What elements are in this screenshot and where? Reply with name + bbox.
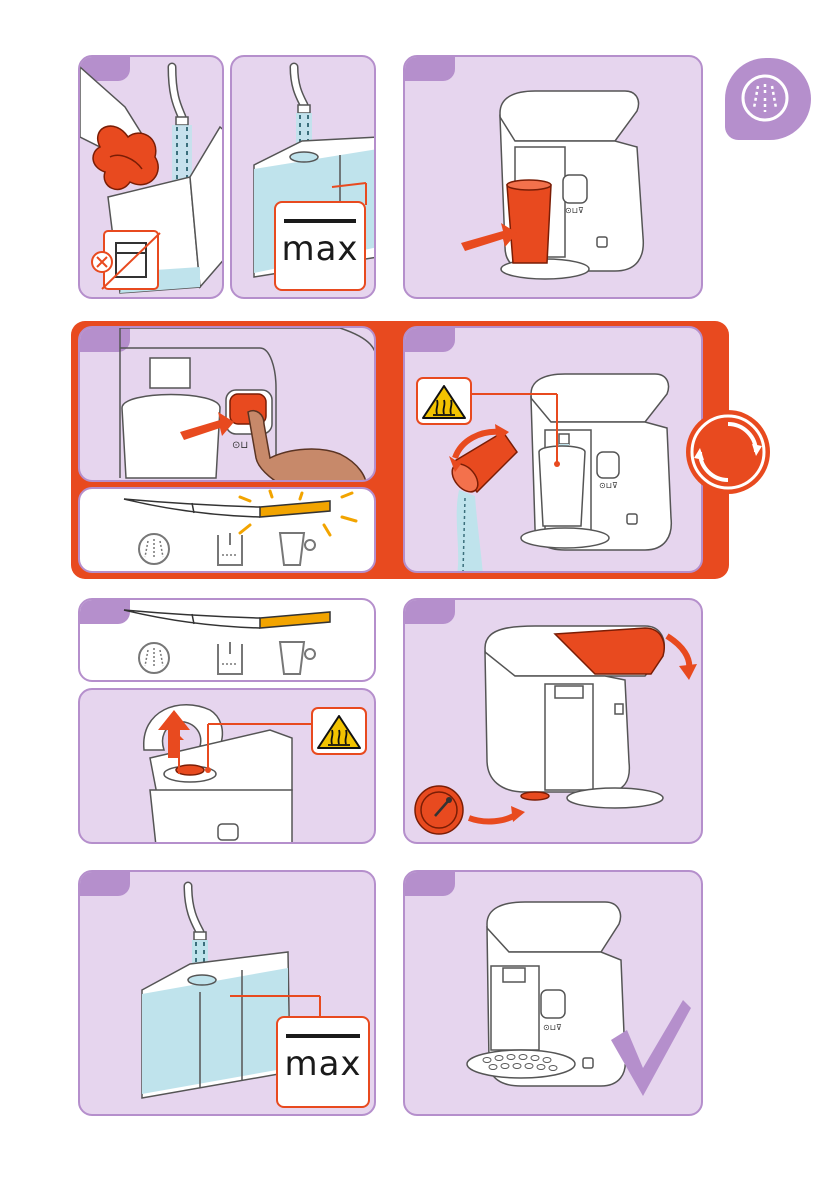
descale-icon (139, 534, 169, 564)
descale-drops-icon (725, 58, 811, 140)
step-panel-open-lid (78, 688, 376, 844)
step-panel-done: ⊙⊔⊽ (403, 870, 703, 1116)
water-tank-icon (218, 533, 242, 565)
max-level-callout: max (276, 1016, 370, 1108)
step-panel-press-button: ⊙⊔ (78, 326, 376, 482)
svg-text:⊙⊔: ⊙⊔ (232, 440, 248, 451)
svg-text:⊙⊔⊽: ⊙⊔⊽ (565, 206, 584, 215)
svg-text:⊙⊔⊽: ⊙⊔⊽ (599, 481, 618, 490)
cup-icon (280, 642, 315, 674)
hot-surface-warning-icon (312, 708, 366, 754)
descale-badge (725, 58, 811, 140)
hot-surface-warning-icon (417, 378, 471, 424)
repeat-cycle-badge (686, 410, 770, 494)
max-line (284, 219, 356, 223)
repeat-cycle-icon (686, 410, 770, 494)
cup-icon (280, 533, 315, 565)
max-level-callout: max (274, 201, 366, 291)
step-panel-refill-tank: max (78, 870, 376, 1116)
step-panel-fill-tank: max (230, 55, 376, 299)
descale-icon (139, 643, 169, 673)
max-line (286, 1034, 360, 1038)
water-tank-icon (218, 642, 242, 674)
svg-text:⊙⊔⊽: ⊙⊔⊽ (543, 1023, 562, 1032)
no-dishwasher-icon (92, 231, 160, 289)
step-panel-close-lid (403, 598, 703, 844)
max-label: max (276, 229, 364, 269)
indicator-panel-blinking (78, 487, 376, 573)
step-panel-rinse-tank (78, 55, 224, 299)
max-label: max (278, 1044, 368, 1084)
indicator-panel-steady (78, 598, 376, 682)
step-panel-place-cup: ⊙⊔⊽ (403, 55, 703, 299)
step-panel-discard-water: ⊙⊔⊽ (403, 326, 703, 573)
